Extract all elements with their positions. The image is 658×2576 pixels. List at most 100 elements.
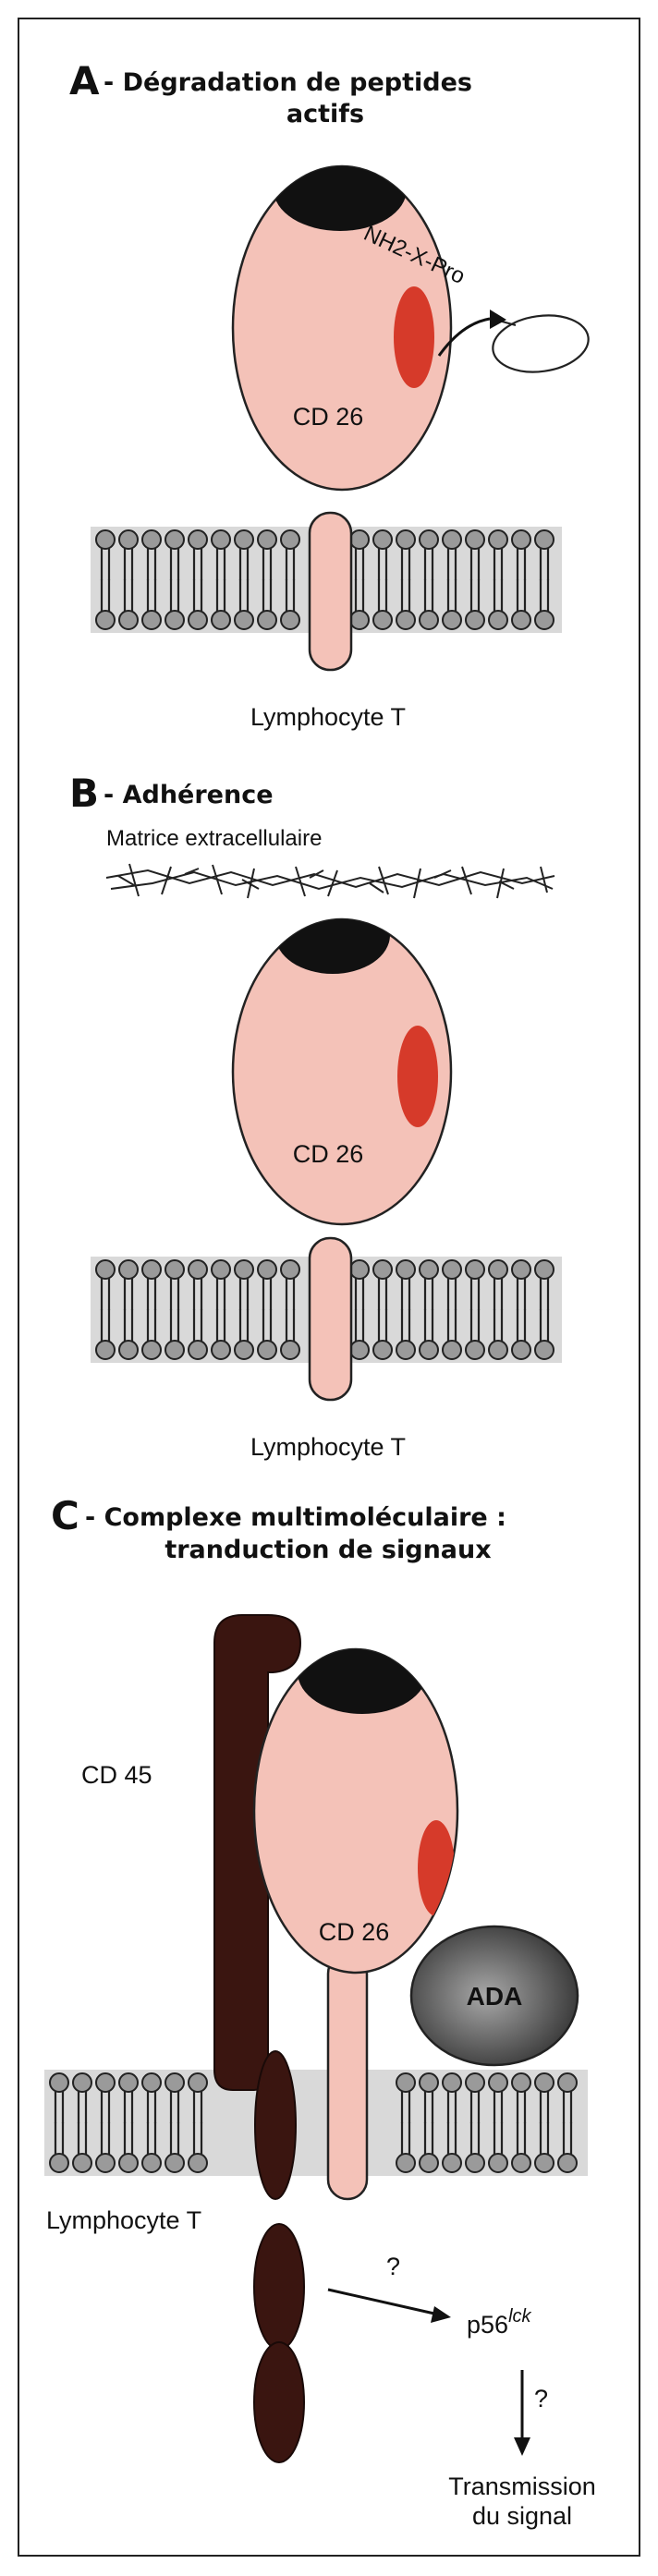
lipid-head — [188, 610, 208, 630]
lipid-head — [534, 529, 554, 550]
matrix-label: Matrice extracellulaire — [106, 826, 322, 851]
lipid-head — [372, 1259, 393, 1280]
lipid-head — [419, 2153, 439, 2173]
lipid-head — [349, 610, 370, 630]
lipid-head — [118, 610, 139, 630]
lipid-head — [95, 1259, 116, 1280]
lipid-head — [396, 529, 416, 550]
panel-a-cell-label: Lymphocyte T — [250, 703, 406, 731]
lipid-head — [164, 2072, 185, 2093]
lipid-head — [442, 2072, 462, 2093]
lipid-head — [95, 610, 116, 630]
lipid-head — [118, 2072, 139, 2093]
lipid-head — [419, 1340, 439, 1360]
signal-arrow-2-head — [514, 2437, 530, 2456]
lipid-head — [419, 1259, 439, 1280]
lipid-head — [419, 610, 439, 630]
lipid-head — [396, 2153, 416, 2173]
question-mark-1: ? — [386, 2253, 400, 2280]
lipid-head — [465, 1340, 485, 1360]
lipid-head — [511, 610, 531, 630]
cleavage-arrow-head — [490, 310, 506, 329]
cd45-transmembrane-segment — [254, 2050, 297, 2200]
panel-b-letter: B — [69, 771, 99, 816]
lipid-head — [95, 2153, 116, 2173]
question-mark-2: ? — [534, 2385, 548, 2412]
lipid-head — [349, 1340, 370, 1360]
lipid-head — [465, 1259, 485, 1280]
lipid-head — [488, 1340, 508, 1360]
lipid-head — [49, 2153, 69, 2173]
cd45-cytoplasmic-domain-1 — [253, 2223, 305, 2351]
membrane-b-lipids — [95, 1259, 554, 1360]
lipid-head — [95, 1340, 116, 1360]
lipid-head — [511, 529, 531, 550]
lipid-head — [72, 2153, 92, 2173]
lipid-head — [141, 1340, 162, 1360]
cd26-a-label: CD 26 — [293, 403, 364, 431]
lipid-head — [257, 1340, 277, 1360]
lipid-head — [118, 2153, 139, 2173]
lipid-head — [511, 2072, 531, 2093]
substrate-peptide — [492, 314, 590, 373]
panel-a-letter: A — [69, 58, 100, 103]
cd45-cytoplasmic-domain-2 — [253, 2341, 305, 2463]
lipid-head — [396, 1340, 416, 1360]
lipid-head — [164, 610, 185, 630]
lipid-head — [419, 529, 439, 550]
lipid-head — [49, 2072, 69, 2093]
lipid-head — [557, 2153, 578, 2173]
signal-arrow-1-head — [431, 2306, 451, 2323]
cd45-label: CD 45 — [81, 1761, 152, 1789]
cd26-c-active-site — [418, 1820, 455, 1916]
lipid-head — [511, 2153, 531, 2173]
lipid-head — [372, 529, 393, 550]
lipid-head — [488, 529, 508, 550]
signal-arrow-1 — [327, 2288, 435, 2315]
panel-b: B - Adhérence Matrice extracellulaire CD… — [69, 771, 562, 1461]
cleavage-arrow — [437, 317, 491, 357]
lipid-head — [465, 2153, 485, 2173]
lipid-head — [280, 1340, 300, 1360]
lipid-head — [118, 1259, 139, 1280]
lipid-head — [141, 610, 162, 630]
lipid-head — [442, 529, 462, 550]
cd26-a-stalk — [308, 511, 353, 672]
panel-c-letter: C — [51, 1493, 79, 1538]
membrane-a-lipids — [95, 529, 554, 630]
cd26-b-cap — [275, 919, 390, 974]
lipid-head — [488, 610, 508, 630]
lipid-head — [164, 1259, 185, 1280]
panel-c-title-line1: - Complexe multimoléculaire : — [85, 1503, 506, 1532]
lipid-head — [280, 1259, 300, 1280]
lipid-head — [234, 610, 254, 630]
lipid-head — [442, 2153, 462, 2173]
panel-c-title-line2: tranduction de signaux — [164, 1536, 491, 1564]
panel-a-title-line2: actifs — [286, 100, 364, 128]
lipid-head — [396, 610, 416, 630]
membrane-c-lipids — [49, 2072, 578, 2173]
figure-frame — [18, 18, 640, 2557]
lipid-head — [188, 1340, 208, 1360]
lipid-head — [488, 2153, 508, 2173]
lipid-head — [442, 610, 462, 630]
lipid-head — [372, 610, 393, 630]
lipid-head — [164, 1340, 185, 1360]
lipid-head — [141, 2153, 162, 2173]
panel-c-cell-label: Lymphocyte T — [46, 2206, 201, 2234]
lipid-head — [188, 2072, 208, 2093]
output-label-line2: du signal — [472, 2502, 572, 2530]
extracellular-matrix — [105, 863, 555, 899]
lipid-head — [280, 610, 300, 630]
output-label-line1: Transmission — [448, 2473, 596, 2500]
lipid-head — [257, 610, 277, 630]
kinase-label: p56lck — [467, 2306, 532, 2339]
lipid-head — [188, 1259, 208, 1280]
lipid-head — [141, 529, 162, 550]
lipid-head — [349, 529, 370, 550]
cd26-c-stalk — [326, 1952, 369, 2201]
lipid-head — [164, 529, 185, 550]
lipid-head — [257, 1259, 277, 1280]
lipid-head — [234, 1340, 254, 1360]
lipid-head — [488, 1259, 508, 1280]
